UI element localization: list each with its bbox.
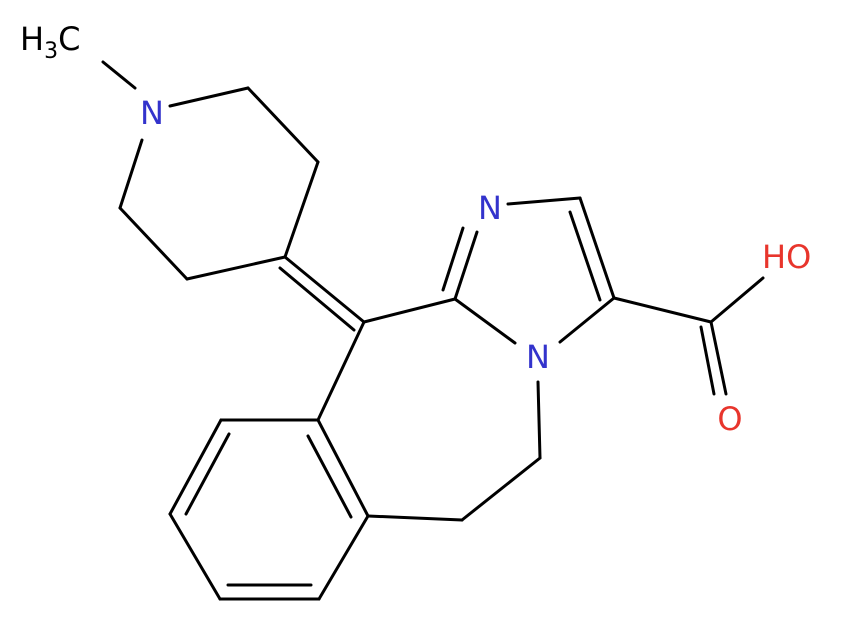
bond-benz-1 [316,418,370,518]
bond-benz-4 [168,512,222,601]
bonds [101,60,765,601]
bond-cooh-o-b [699,325,716,396]
bond-c11-c11a [362,297,457,324]
bond-cooh-o-a [709,320,728,396]
bond-c5-c6 [460,456,542,522]
piperidine-nitrogen: N [140,94,164,132]
bond-exocyclic-double-a [283,255,366,324]
bond-pip-c6-n [118,138,144,210]
bond-n1-c2 [506,196,582,206]
carbonyl-oxygen: O [717,400,742,438]
bond-exocyclic-double-b [278,266,356,332]
methyl-label: H3C [20,20,80,64]
bond-pip-c2-c3 [246,86,320,164]
bond-c2-c3-a [578,196,616,300]
bond-c6-c6a [366,514,464,522]
bond-pip-c3-c4 [283,160,320,259]
ring-junction-nitrogen: N [526,338,550,376]
bond-methyl-n [101,60,137,90]
bond-c11a-n1-b [441,226,465,292]
bond-pip-n-c2 [168,86,250,108]
bond-pip-c4-c5 [185,255,287,281]
bond-cooh-oh [709,276,765,324]
bond-c3-n4 [558,296,616,344]
bond-c11-c11b [316,320,366,422]
bond-c11a-n1-a [453,230,479,301]
bond-benz-5 [168,418,223,516]
hydroxyl-label: HO [762,238,811,276]
bond-benz-1-inner [306,434,353,519]
bond-c2-c3-b [568,210,602,302]
atom-labels: H3C N N N HO O [20,20,811,438]
imidazole-nitrogen: N [478,189,502,227]
bond-c3-cooh [612,296,713,324]
bond-pip-c5-c6 [118,206,189,281]
bond-benz-2 [317,514,370,601]
bond-n4-c5 [536,380,542,460]
bond-benz-5-inner [184,432,231,516]
bond-c11a-n4 [453,297,517,345]
